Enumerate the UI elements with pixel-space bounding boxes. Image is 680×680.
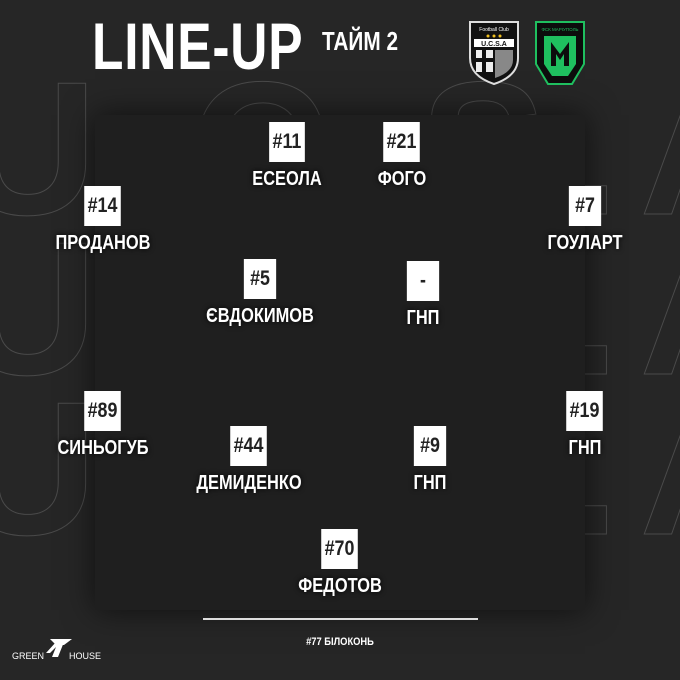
player-number: #89 [84,391,122,431]
player-name: ГНП [406,307,440,329]
mariupol-crest-logo: ФСК МАРІУПОЛЬ [535,21,585,85]
player-name: ГОУЛАРТ [547,232,623,254]
player-number: #44 [230,426,268,466]
player-number: #14 [84,186,122,226]
player-number: - [406,261,440,301]
svg-text:ФСК МАРІУПОЛЬ: ФСК МАРІУПОЛЬ [542,27,579,32]
ucsa-crest-logo: Football Club U.C.S.A [469,21,519,86]
svg-text:GREEN: GREEN [12,651,44,661]
player-name: ЕСЕОЛА [252,168,322,190]
player-number: #21 [383,122,421,162]
player-name: СИНЬОГУБ [57,437,149,459]
player-number: #5 [243,259,277,299]
player-name: ФЕДОТОВ [298,575,382,597]
player-number: #19 [566,391,604,431]
player-number: #9 [413,426,447,466]
player-name: ЄВДОКИМОВ [206,305,314,327]
player-number: #7 [568,186,602,226]
player-name: ПРОДАНОВ [55,232,151,254]
green-house-sponsor-logo: GREEN HOUSE [12,639,101,661]
svg-text:Football Club: Football Club [479,27,509,33]
svg-text:HOUSE: HOUSE [69,651,101,661]
player-name: ДЕМИДЕНКО [196,472,302,494]
pitch-panel [95,115,585,610]
player-name: ГНП [568,437,602,459]
svg-text:U.C.S.A: U.C.S.A [481,41,507,48]
half-label: ТАЙМ 2 [322,26,399,56]
player-number: #70 [321,529,359,569]
player-card: - ГНП [343,261,503,330]
bench-player: #77 БІЛОКОНЬ [306,636,374,648]
divider [203,618,478,620]
player-name: ГНП [413,472,447,494]
player-name: ФОГО [377,168,427,190]
player-number: #11 [269,122,305,162]
page-title: LINE-UP [92,9,304,83]
